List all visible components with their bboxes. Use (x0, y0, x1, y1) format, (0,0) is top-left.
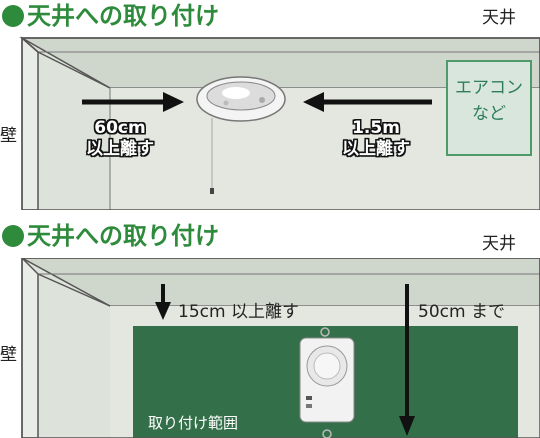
wall-label: 壁 (0, 345, 17, 365)
ac-label-line1: エアコン (455, 78, 523, 98)
left-distance-label: 60cm 以上離す (80, 118, 160, 161)
left-distance-note: 以上離す (86, 139, 154, 160)
bullet-dot-icon (2, 5, 24, 27)
wall-detector-icon (299, 327, 355, 438)
left-distance-value: 60cm (94, 118, 146, 138)
bullet-dot-icon (2, 225, 24, 247)
right-distance-label: 1.5m 以上離す (330, 118, 422, 161)
heading-diagram-1: 天井への取り付け (2, 4, 219, 28)
ceiling-label: 天井 (482, 8, 516, 28)
min-distance-label: 15cm 以上離す (178, 302, 299, 322)
heading-diagram-2: 天井への取り付け (2, 224, 219, 248)
heading-text: 天井への取り付け (27, 222, 219, 250)
installation-range-label: 取り付け範囲 (148, 414, 239, 432)
arrow-left-icon (303, 92, 432, 112)
arrow-down-short-icon (155, 284, 171, 320)
arrow-down-long-icon (399, 284, 415, 436)
right-distance-value: 1.5m (352, 118, 400, 138)
ceiling-label: 天井 (482, 234, 516, 254)
arrow-right-icon (82, 92, 184, 112)
ac-label-line2: など (472, 103, 506, 124)
max-distance-label: 50cm まで (418, 302, 505, 322)
smoke-detector-icon (196, 76, 286, 194)
room-illustration-2 (21, 258, 540, 438)
air-conditioner-box: エアコン など (446, 60, 532, 156)
right-distance-note: 以上離す (342, 139, 410, 160)
heading-text: 天井への取り付け (27, 2, 219, 30)
wall-label: 壁 (0, 126, 17, 146)
